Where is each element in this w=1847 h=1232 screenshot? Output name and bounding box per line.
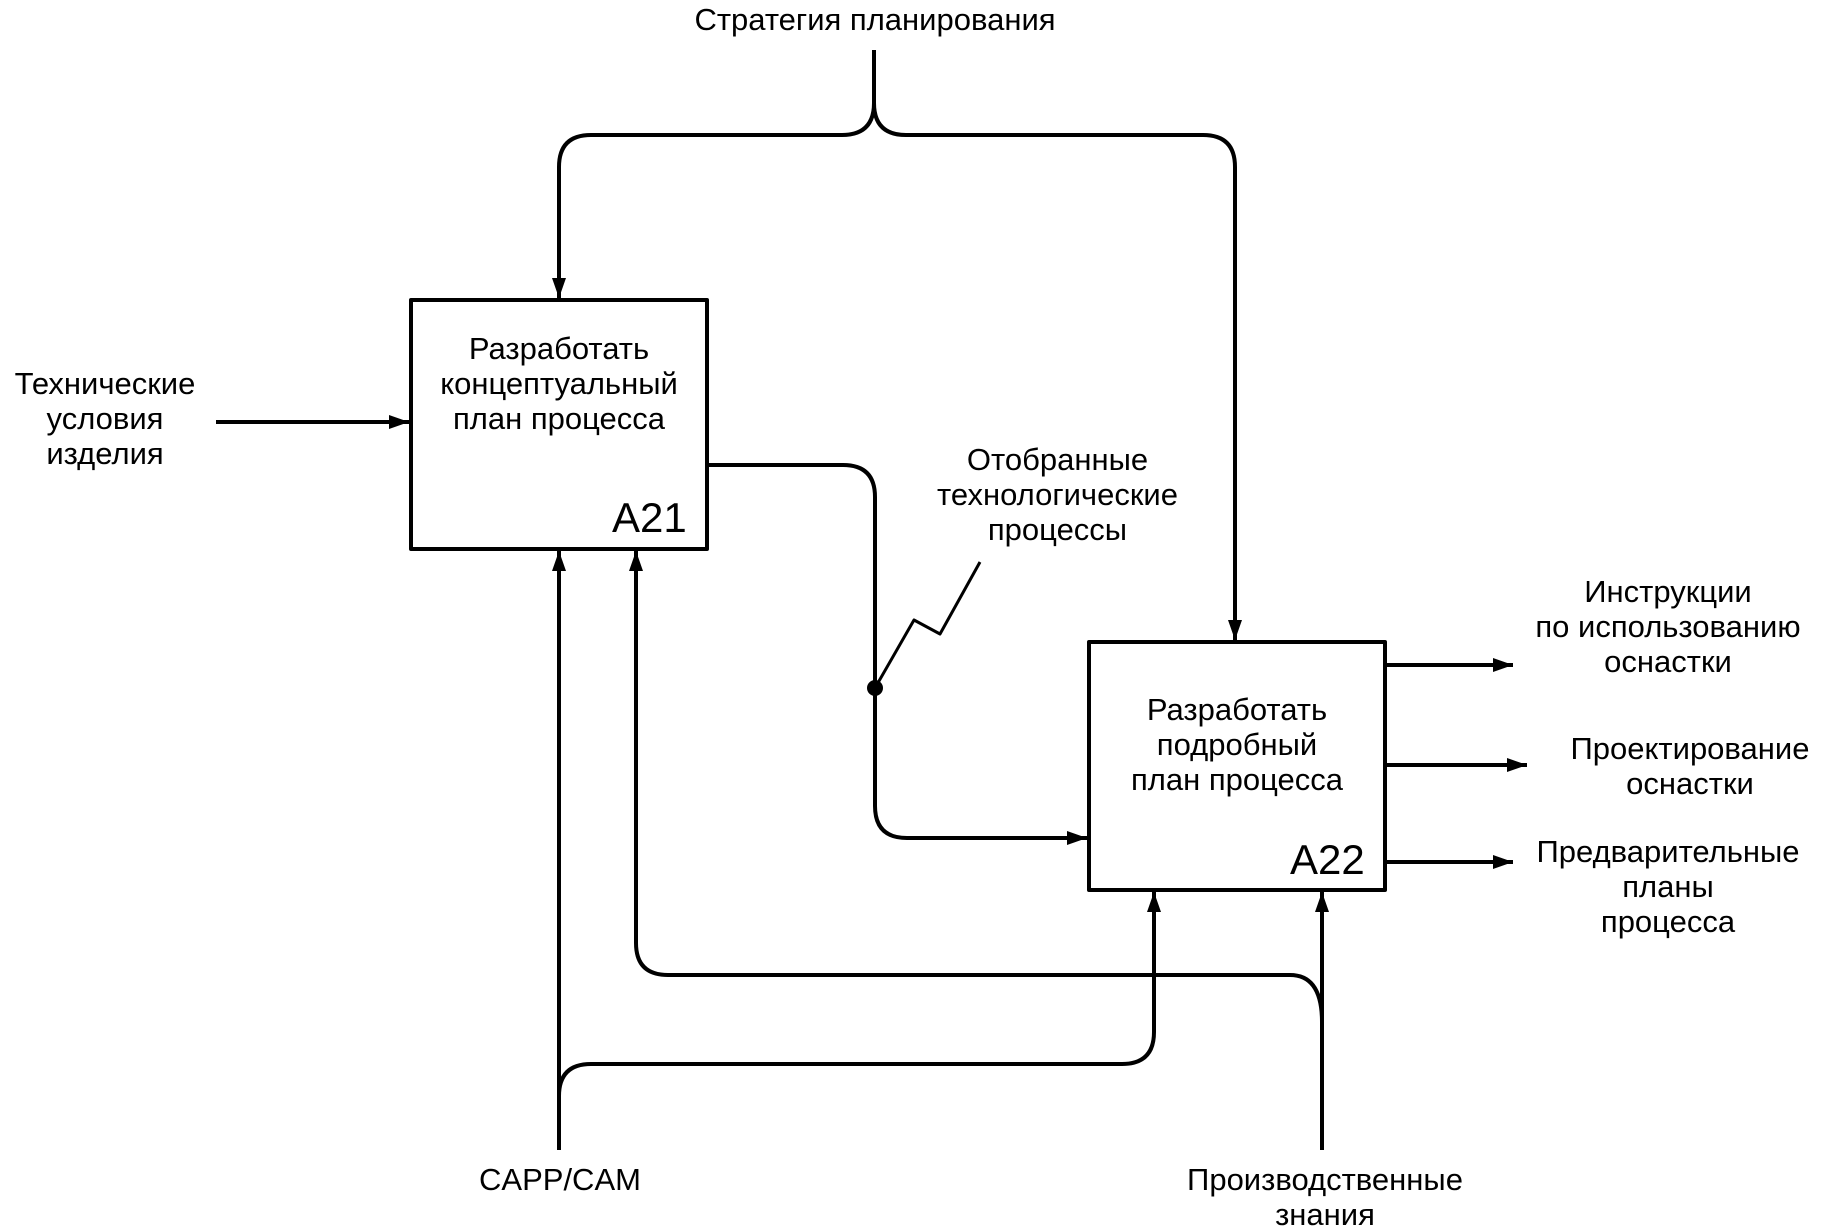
arrow-strategy-to-a21 xyxy=(552,133,842,298)
squiggle-leader xyxy=(873,561,982,689)
arrow-strategy-to-a22 xyxy=(872,102,1242,640)
label-output-preliminary-plans: Предварительные планы процесса xyxy=(1536,834,1800,939)
label-production-knowledge: Производственные знания xyxy=(1187,1162,1463,1232)
arrow-knowledge-to-a21 xyxy=(629,551,1324,1023)
box-a21-code: A21 xyxy=(612,494,687,541)
label-product-specifications: Технические условия изделия xyxy=(14,366,196,471)
arrow-a21-to-a22 xyxy=(707,463,1087,845)
label-capp-cam: CAPP/CAM xyxy=(479,1162,641,1197)
label-output-tooling-design: Проектирование оснастки xyxy=(1570,731,1810,801)
label-selected-processes: Отобранные технологические процессы xyxy=(937,442,1178,547)
label-planning-strategy: Стратегия планирования xyxy=(694,2,1056,37)
arrow-capp-to-a22 xyxy=(557,892,1161,1097)
box-a22-title: Разработать подробный план процесса xyxy=(1130,692,1343,797)
branch-junction-dot xyxy=(867,680,883,696)
box-a21-frame xyxy=(409,298,709,551)
label-output-instructions: Инструкции по использованию оснастки xyxy=(1535,574,1801,679)
box-a21-title: Разработать концептуальный план процесса xyxy=(440,331,678,436)
arrow-strategy-stem xyxy=(841,50,876,137)
box-a22-code: A22 xyxy=(1290,836,1365,883)
